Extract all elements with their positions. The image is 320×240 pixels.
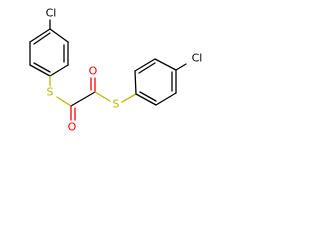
bond-ring2-b bbox=[134, 58, 156, 72]
molecule-structure: Cl S O O S Cl bbox=[29, 7, 203, 134]
thioester-chain bbox=[56, 77, 111, 121]
bond-ring2-c bbox=[154, 58, 177, 71]
atom-label-s-right: S bbox=[113, 98, 120, 111]
bond-c1-c2 bbox=[70, 91, 96, 107]
bond-ring1-double-2 bbox=[33, 62, 51, 73]
atom-label-s-left: S bbox=[47, 86, 54, 99]
bond-ring1-double-3 bbox=[33, 32, 51, 45]
bond-ring2-double-1 bbox=[138, 62, 156, 74]
bond-ring1-d bbox=[29, 64, 51, 77]
left-chlorophenyl-ring bbox=[29, 19, 69, 87]
bond-ring2-a bbox=[134, 70, 137, 95]
atom-label-o-top: O bbox=[89, 65, 98, 78]
bond-ring2-double-3 bbox=[139, 91, 157, 102]
bond-ring2-e bbox=[155, 92, 177, 106]
bond-ring1-f bbox=[29, 28, 51, 43]
bond-ring1-c bbox=[49, 64, 69, 77]
atom-label-cl-top: Cl bbox=[46, 7, 57, 20]
bond-c2-s-right bbox=[94, 91, 111, 102]
bond-ring2-f bbox=[135, 93, 157, 106]
atom-label-o-bottom: O bbox=[68, 121, 77, 134]
bond-s-left-c1 bbox=[56, 96, 72, 107]
atom-label-cl-right: Cl bbox=[192, 52, 203, 65]
bond-cl-right bbox=[175, 63, 187, 71]
bond-s-right-ring2 bbox=[121, 93, 137, 103]
right-chlorophenyl-ring bbox=[121, 58, 187, 106]
bond-ring1-a bbox=[49, 28, 69, 43]
